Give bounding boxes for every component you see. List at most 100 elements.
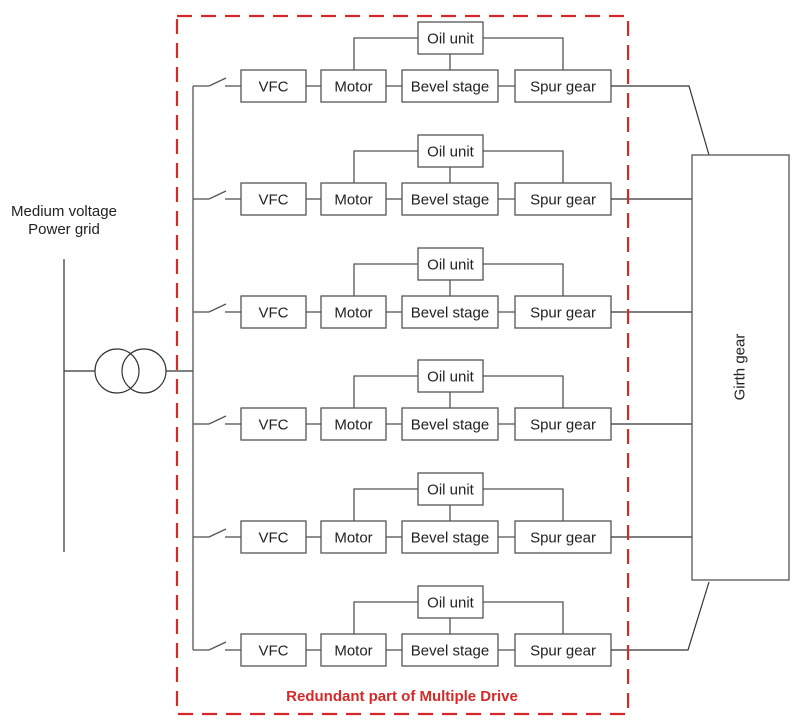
spur-gear: Spur gear bbox=[514, 182, 612, 216]
grid-label-line1: Medium voltage bbox=[11, 203, 117, 220]
motor-box bbox=[320, 633, 387, 667]
transformer-icon bbox=[94, 348, 167, 394]
motor: Motor bbox=[320, 69, 387, 103]
motor-label: Motor bbox=[334, 192, 372, 209]
vfc: VFC bbox=[240, 633, 307, 667]
motor-box bbox=[320, 182, 387, 216]
bevel-stage-box bbox=[401, 182, 499, 216]
oil-unit: Oil unit bbox=[417, 472, 484, 506]
spur-gear-label: Spur gear bbox=[530, 79, 596, 96]
oil-unit: Oil unit bbox=[417, 134, 484, 168]
oil-unit: Oil unit bbox=[417, 585, 484, 619]
oil-unit: Oil unit bbox=[417, 21, 484, 55]
drive-train-5: VFC Motor Bevel stage Spur gear Oil unit bbox=[193, 472, 692, 554]
bevel-stage: Bevel stage bbox=[401, 407, 499, 441]
motor-label: Motor bbox=[334, 643, 372, 660]
vfc: VFC bbox=[240, 295, 307, 329]
drive-train-2: VFC Motor Bevel stage Spur gear Oil unit bbox=[193, 134, 692, 216]
oil-unit: Oil unit bbox=[417, 359, 484, 393]
vfc-box bbox=[240, 69, 307, 103]
motor: Motor bbox=[320, 633, 387, 667]
oil-unit-box bbox=[417, 247, 484, 281]
vfc-label: VFC bbox=[259, 305, 289, 322]
oil-unit: Oil unit bbox=[417, 247, 484, 281]
bevel-stage-label: Bevel stage bbox=[411, 417, 489, 434]
vfc-box bbox=[240, 633, 307, 667]
spur-gear: Spur gear bbox=[514, 407, 612, 441]
vfc-box bbox=[240, 520, 307, 554]
oil-unit-label: Oil unit bbox=[427, 31, 475, 48]
bevel-stage-box bbox=[401, 295, 499, 329]
oil-motor-wire bbox=[353, 150, 418, 183]
spur-gear-label: Spur gear bbox=[530, 643, 596, 660]
oil-spur-wire bbox=[483, 263, 564, 296]
motor: Motor bbox=[320, 407, 387, 441]
motor-box bbox=[320, 69, 387, 103]
oil-spur-wire bbox=[483, 150, 564, 183]
oil-unit-box bbox=[417, 359, 484, 393]
spur-gear-label: Spur gear bbox=[530, 192, 596, 209]
spur-gear-label: Spur gear bbox=[530, 305, 596, 322]
vfc-label: VFC bbox=[259, 417, 289, 434]
spur-gear-label: Spur gear bbox=[530, 530, 596, 547]
motor-label: Motor bbox=[334, 530, 372, 547]
girth-gear: Girth gear bbox=[691, 154, 790, 581]
bevel-stage: Bevel stage bbox=[401, 182, 499, 216]
oil-motor-wire bbox=[353, 263, 418, 296]
oil-spur-wire bbox=[483, 601, 564, 634]
oil-spur-wire bbox=[483, 375, 564, 408]
bevel-stage-label: Bevel stage bbox=[411, 192, 489, 209]
spur-gear-box bbox=[514, 182, 612, 216]
grid-label-line2: Power grid bbox=[28, 221, 100, 238]
motor: Motor bbox=[320, 520, 387, 554]
oil-unit-box bbox=[417, 21, 484, 55]
spur-to-girth-wire bbox=[611, 581, 710, 651]
spur-gear-box bbox=[514, 69, 612, 103]
bevel-stage-label: Bevel stage bbox=[411, 305, 489, 322]
oil-unit-box bbox=[417, 585, 484, 619]
motor-label: Motor bbox=[334, 79, 372, 96]
disconnect-switch-icon bbox=[208, 190, 241, 200]
spur-gear: Spur gear bbox=[514, 633, 612, 667]
vfc: VFC bbox=[240, 182, 307, 216]
spur-gear-box bbox=[514, 407, 612, 441]
motor-label: Motor bbox=[334, 305, 372, 322]
vfc: VFC bbox=[240, 520, 307, 554]
spur-to-girth-wire bbox=[611, 85, 710, 156]
spur-gear-box bbox=[514, 295, 612, 329]
oil-motor-wire bbox=[353, 601, 418, 634]
vfc-box bbox=[240, 295, 307, 329]
motor-box bbox=[320, 520, 387, 554]
redundant-region-label: Redundant part of Multiple Drive bbox=[286, 688, 518, 705]
oil-unit-label: Oil unit bbox=[427, 257, 475, 274]
motor-label: Motor bbox=[334, 417, 372, 434]
bevel-stage-box bbox=[401, 520, 499, 554]
bevel-stage-box bbox=[401, 407, 499, 441]
vfc-label: VFC bbox=[259, 192, 289, 209]
oil-spur-wire bbox=[483, 488, 564, 521]
vfc-label: VFC bbox=[259, 530, 289, 547]
motor-box bbox=[320, 295, 387, 329]
spur-gear-label: Spur gear bbox=[530, 417, 596, 434]
motor: Motor bbox=[320, 295, 387, 329]
drive-train-6: VFC Motor Bevel stage Spur gear Oil unit bbox=[193, 581, 710, 667]
motor-box bbox=[320, 407, 387, 441]
disconnect-switch-icon bbox=[208, 415, 241, 425]
vfc: VFC bbox=[240, 69, 307, 103]
oil-motor-wire bbox=[353, 488, 418, 521]
disconnect-switch-icon bbox=[208, 641, 241, 651]
bevel-stage-label: Bevel stage bbox=[411, 643, 489, 660]
oil-motor-wire bbox=[353, 375, 418, 408]
bevel-stage-label: Bevel stage bbox=[411, 530, 489, 547]
spur-gear: Spur gear bbox=[514, 69, 612, 103]
spur-gear-box bbox=[514, 633, 612, 667]
spur-gear: Spur gear bbox=[514, 520, 612, 554]
vfc-box bbox=[240, 407, 307, 441]
bevel-stage-box bbox=[401, 633, 499, 667]
bevel-stage-label: Bevel stage bbox=[411, 79, 489, 96]
girth-gear-box bbox=[691, 154, 790, 581]
bevel-stage: Bevel stage bbox=[401, 295, 499, 329]
vfc-box bbox=[240, 182, 307, 216]
